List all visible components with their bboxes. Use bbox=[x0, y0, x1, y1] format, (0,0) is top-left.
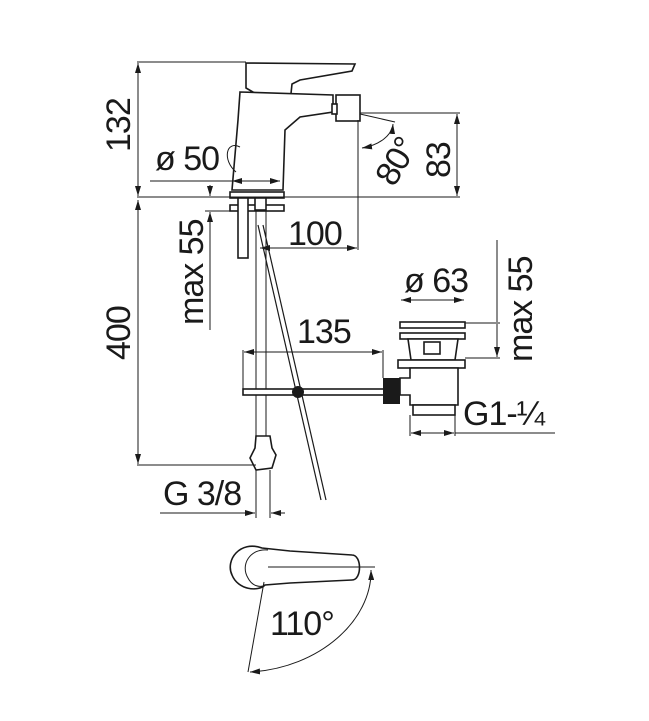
lever-top-view bbox=[229, 545, 361, 590]
dim-g1-1-4: G1-¼ bbox=[463, 395, 546, 433]
dim-max-55-waste: max 55 bbox=[502, 256, 540, 362]
dim-135: 135 bbox=[297, 313, 351, 351]
dim-angle-80: 80° bbox=[368, 131, 425, 192]
dim-angle-110: 110° bbox=[270, 605, 334, 643]
dim-diameter-50: ø 50 bbox=[155, 140, 219, 178]
dim-100: 100 bbox=[288, 215, 342, 253]
pop-up-waste bbox=[397, 321, 466, 416]
dim-83: 83 bbox=[420, 142, 458, 178]
hose-and-rod bbox=[242, 211, 400, 501]
dim-max-55-deck: max 55 bbox=[173, 219, 211, 325]
dim-g-3-8: G 3/8 bbox=[163, 475, 241, 513]
dimension-lines bbox=[135, 61, 555, 675]
dim-132: 132 bbox=[100, 98, 138, 152]
faucet-side-view bbox=[226, 62, 361, 259]
dim-400: 400 bbox=[100, 306, 138, 360]
dim-diameter-63: ø 63 bbox=[404, 262, 468, 300]
